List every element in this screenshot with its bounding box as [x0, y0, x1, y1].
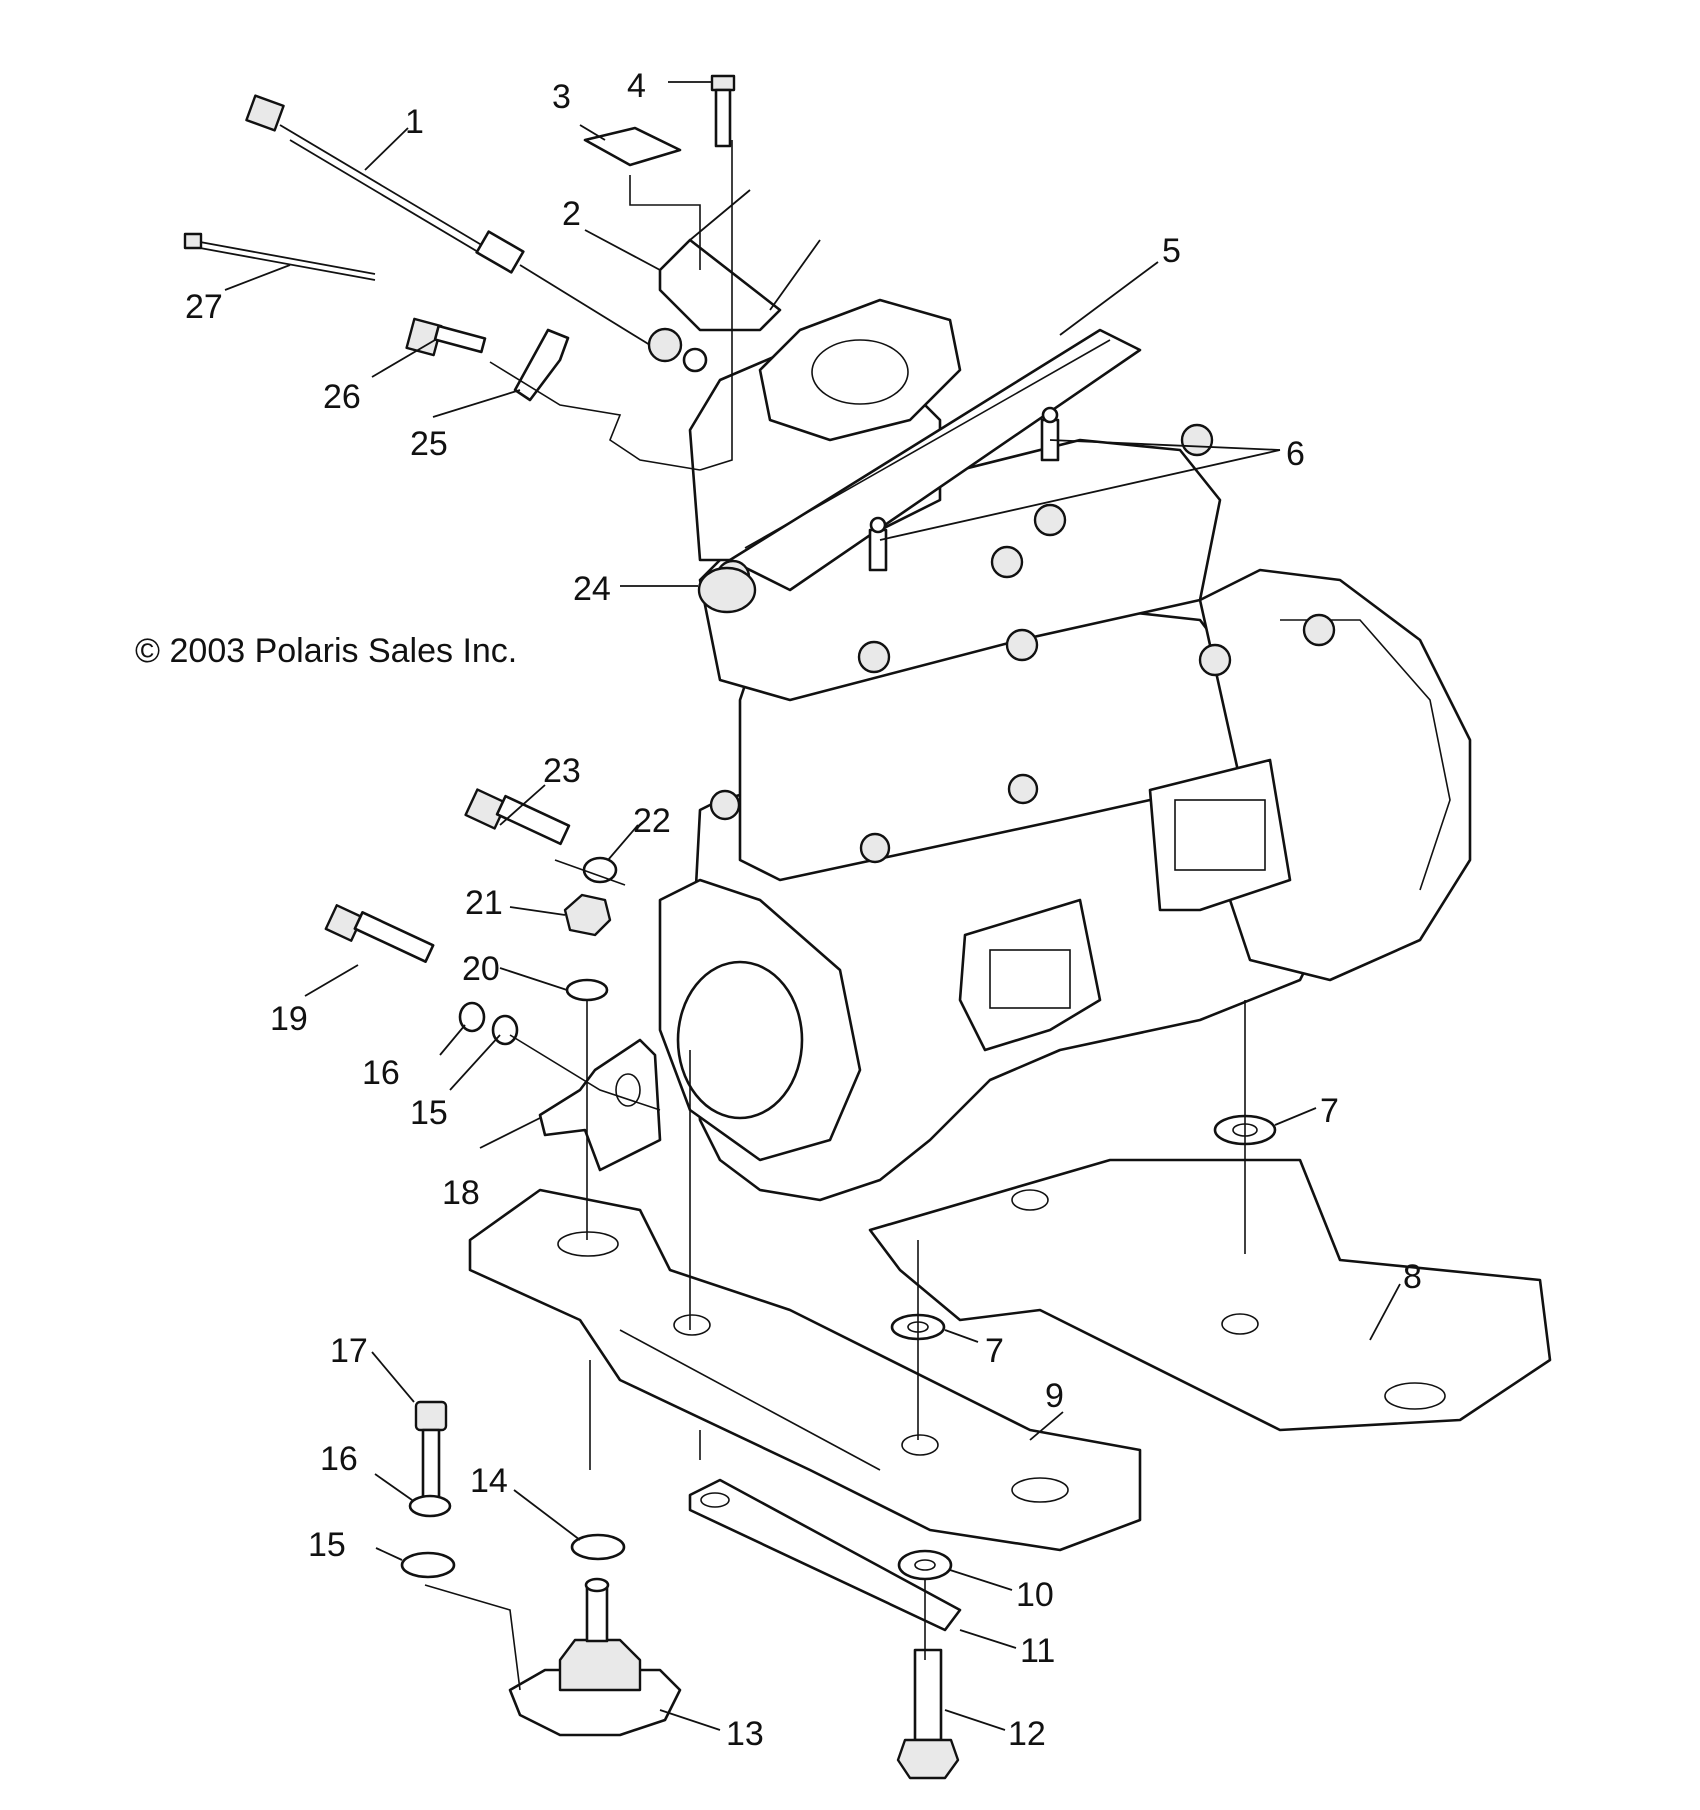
callout-22: 22 — [633, 802, 671, 840]
spacer-14 — [570, 1533, 626, 1561]
screw-4 — [710, 74, 736, 148]
callout-2: 2 — [562, 195, 581, 233]
callout-10: 10 — [1016, 1576, 1054, 1614]
throttle-cable — [245, 94, 708, 373]
callout-9: 9 — [1045, 1377, 1064, 1415]
washer-15-lower — [400, 1551, 456, 1579]
decal-3 — [583, 126, 682, 167]
rubber-mount-13 — [508, 1577, 682, 1737]
mount-strap — [688, 1478, 962, 1632]
callout-26: 26 — [323, 378, 361, 416]
clamp-25 — [513, 328, 570, 402]
callout-14: 14 — [470, 1462, 508, 1500]
callout-13: 13 — [726, 1715, 764, 1753]
callout-20: 20 — [462, 950, 500, 988]
bracket-18 — [538, 1038, 662, 1172]
callout-16-lower: 16 — [320, 1440, 358, 1478]
callout-15-lower: 15 — [308, 1526, 346, 1564]
callout-7-center: 7 — [985, 1332, 1004, 1370]
bolt-23 — [464, 788, 571, 846]
copyright-text: © 2003 Polaris Sales Inc. — [135, 632, 517, 670]
washer-22 — [582, 856, 618, 884]
callout-11: 11 — [1020, 1632, 1055, 1670]
callout-16-upper: 16 — [362, 1054, 400, 1092]
callout-1: 1 — [405, 103, 424, 141]
washer-20 — [565, 978, 609, 1002]
washer-10 — [897, 1549, 953, 1581]
callout-8: 8 — [1403, 1258, 1422, 1296]
callout-5: 5 — [1162, 232, 1181, 270]
bolt-26 — [405, 317, 487, 357]
callout-27: 27 — [185, 288, 223, 326]
bracket-2 — [658, 238, 782, 332]
callout-15-upper: 15 — [410, 1094, 448, 1132]
callout-labels: 1 2 3 4 5 6 24 26 25 27 7 8 9 10 11 12 1… — [185, 67, 1422, 1753]
leader-lines — [224, 81, 1401, 1731]
callout-6: 6 — [1286, 435, 1305, 473]
mount-plate-9 — [468, 1188, 1142, 1552]
callout-4: 4 — [627, 67, 646, 105]
assembly-lines — [424, 140, 1246, 1691]
callout-17: 17 — [330, 1332, 368, 1370]
nut-21 — [563, 893, 612, 937]
callout-25: 25 — [410, 425, 448, 463]
callout-7-right: 7 — [1320, 1092, 1339, 1130]
mount-plate-8 — [868, 1158, 1552, 1432]
bolt-12 — [896, 1648, 960, 1780]
callout-23: 23 — [543, 752, 581, 790]
washer-16-lower — [408, 1494, 452, 1518]
washer-16-upper — [458, 1001, 486, 1033]
bolt-17 — [414, 1400, 448, 1508]
tie-strap — [183, 232, 376, 281]
callout-3: 3 — [552, 78, 571, 116]
callout-24: 24 — [573, 570, 611, 608]
callout-21: 21 — [465, 884, 503, 922]
callout-12: 12 — [1008, 1715, 1046, 1753]
callout-19: 19 — [270, 1000, 308, 1038]
callout-18: 18 — [442, 1174, 480, 1212]
bolt-19 — [324, 904, 435, 963]
engine-assembly — [658, 298, 1472, 1202]
